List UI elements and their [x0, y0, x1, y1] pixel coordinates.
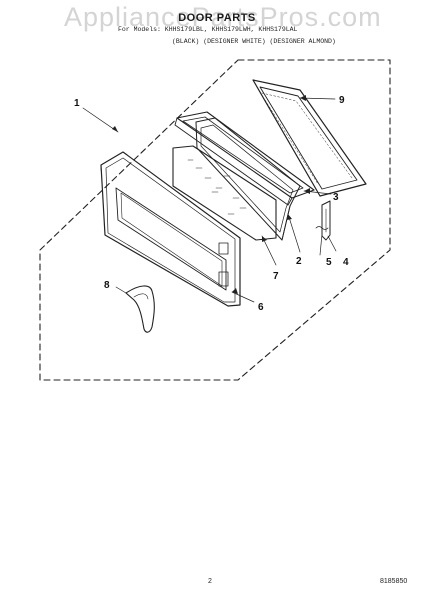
callout-1: 1 — [74, 98, 80, 109]
part-6-outer-door — [100, 151, 241, 307]
page-title: DOOR PARTS — [178, 12, 256, 24]
part-3-shield-frame — [174, 111, 315, 206]
model-numbers: For Models: KHHS179LBL, KHHS179LWH, KHHS… — [118, 26, 298, 33]
watermark: AppliancePartsPros.com — [64, 2, 382, 32]
leader-lines — [82, 97, 337, 303]
part-4-latch-hook — [321, 200, 331, 241]
callout-8: 8 — [104, 280, 110, 291]
callout-2: 2 — [296, 256, 302, 267]
document-number: 8185850 — [380, 578, 408, 585]
callout-6: 6 — [258, 302, 264, 313]
part-7-window-glass — [172, 145, 277, 241]
part-9-door-frame — [252, 79, 367, 197]
callout-4: 4 — [343, 257, 349, 268]
callout-7: 7 — [273, 271, 279, 282]
callout-5: 5 — [326, 257, 332, 268]
model-colors: (BLACK) (DESIGNER WHITE) (DESIGNER ALMON… — [172, 38, 336, 45]
callout-9: 9 — [339, 95, 345, 106]
callout-3: 3 — [333, 192, 339, 203]
part-5-latch-spring — [315, 226, 329, 230]
part-8-door-handle — [125, 285, 155, 333]
assembly-boundary — [39, 59, 391, 381]
page-number: 2 — [208, 578, 212, 585]
